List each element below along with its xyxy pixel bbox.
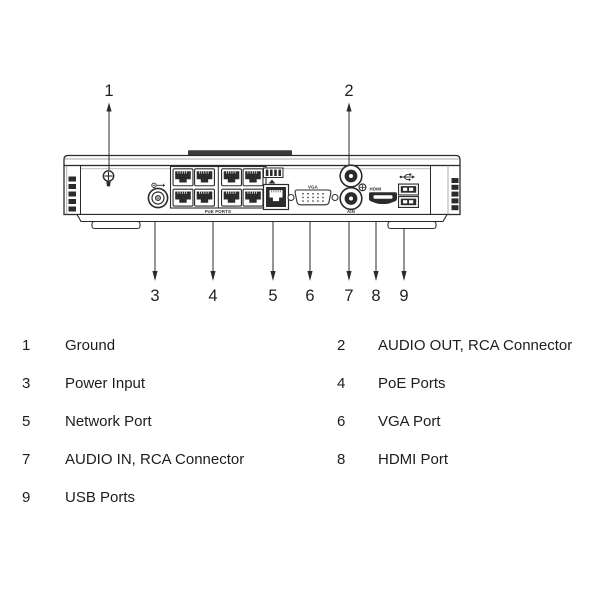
power-input-jack	[147, 182, 169, 209]
legend-num: 3	[22, 374, 31, 392]
callout-number-7: 7	[344, 287, 353, 305]
callout-number-8: 8	[371, 287, 380, 305]
legend-row: 7 AUDIO IN, RCA Connector 8 HDMI Port	[0, 440, 600, 478]
legend-label: PoE Ports	[378, 374, 446, 392]
legend-row: 1 Ground 2 AUDIO OUT, RCA Connector	[0, 326, 600, 364]
legend-label: USB Ports	[65, 488, 136, 506]
left-foot	[91, 220, 141, 230]
callout-5: 5	[268, 222, 278, 305]
legend-row: 9 USB Ports	[0, 478, 600, 516]
callout-2: 2	[344, 82, 354, 165]
legend-label: Power Input	[65, 374, 146, 392]
top-handle-recess	[188, 150, 292, 156]
vga-port: VGA	[287, 184, 339, 206]
hdmi-port: HDMI	[369, 186, 397, 204]
legend-label: Network Port	[65, 412, 152, 430]
chassis-base	[76, 213, 448, 223]
callout-number-9: 9	[399, 287, 408, 305]
callout-number-5: 5	[268, 287, 277, 305]
audio-out-rca	[339, 164, 363, 188]
poe-ports: PoE PORTS	[169, 165, 267, 214]
right-vent-slots	[451, 178, 459, 211]
callout-9: 9	[399, 228, 409, 305]
callout-3: 3	[150, 222, 160, 305]
ground-screw	[102, 170, 115, 187]
audio-in-label: AIN	[347, 209, 355, 214]
legend-label: Ground	[65, 336, 116, 354]
callout-8: 8	[371, 222, 381, 305]
usb-icon	[399, 173, 415, 181]
legend-label: AUDIO IN, RCA Connector	[65, 450, 245, 468]
legend-label: HDMI Port	[378, 450, 449, 468]
legend-num: 2	[337, 336, 346, 354]
rca-mount-screw	[358, 183, 367, 192]
rear-panel-diagram: PoE PORTS VGA	[63, 82, 461, 305]
legend-num: 8	[337, 450, 346, 468]
callout-number-3: 3	[150, 287, 159, 305]
callout-number-4: 4	[208, 287, 217, 305]
legend-num: 7	[22, 450, 31, 468]
callout-number-2: 2	[344, 82, 353, 100]
legend-row: 3 Power Input 4 PoE Ports	[0, 364, 600, 402]
legend-label: AUDIO OUT, RCA Connector	[378, 336, 573, 354]
callout-7: 7	[344, 222, 354, 305]
vga-label: VGA	[308, 184, 319, 189]
pin-header	[263, 167, 284, 178]
callout-4: 4	[208, 222, 218, 305]
legend-num: 4	[337, 374, 346, 392]
callout-1: 1	[104, 82, 114, 170]
chassis-lid	[63, 154, 461, 166]
legend-num: 5	[22, 412, 31, 430]
callout-6: 6	[305, 222, 315, 305]
network-port	[262, 179, 290, 211]
callout-number-6: 6	[305, 287, 314, 305]
legend-num: 1	[22, 336, 31, 354]
legend-row: 5 Network Port 6 VGA Port	[0, 402, 600, 440]
legend-num: 9	[22, 488, 31, 506]
legend-num: 6	[337, 412, 346, 430]
hdmi-label: HDMI	[370, 186, 382, 191]
audio-in-rca: AIN	[339, 186, 363, 214]
left-vent-slots	[68, 176, 76, 212]
right-foot	[387, 220, 437, 230]
legend-label: VGA Port	[378, 412, 441, 430]
callout-number-1: 1	[104, 82, 113, 100]
legend-table: 1 Ground 2 AUDIO OUT, RCA Connector 3 Po…	[0, 326, 600, 516]
usb-ports	[397, 173, 420, 208]
poe-ports-label: PoE PORTS	[205, 209, 231, 214]
